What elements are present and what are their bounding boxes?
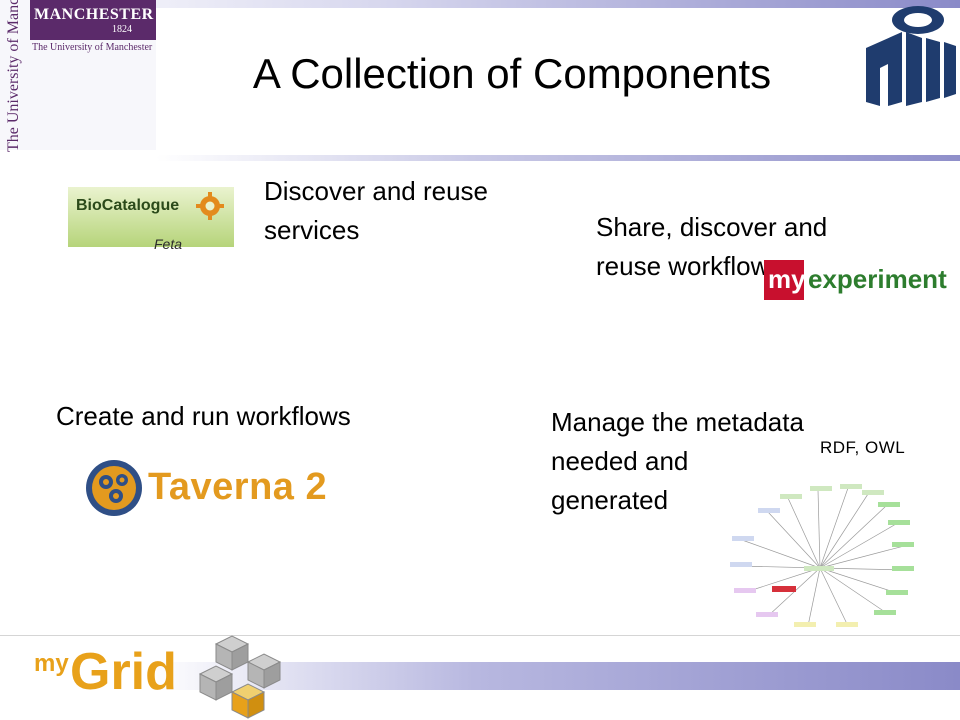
mygrid-logo-my: my bbox=[34, 650, 69, 677]
taverna-logo-icon bbox=[86, 460, 142, 516]
rdf-owl-label: RDF, OWL bbox=[820, 438, 906, 457]
manchester-logo bbox=[30, 0, 156, 40]
header-gradient-band bbox=[0, 0, 960, 8]
myexperiment-logo bbox=[764, 260, 804, 300]
share-text: Share, discover and reuse workflows bbox=[596, 212, 828, 281]
taverna-logo-text: Taverna 2 bbox=[148, 466, 328, 508]
manage-text: Manage the metadata needed and generated bbox=[551, 407, 804, 515]
create-text: Create and run workflows bbox=[56, 401, 351, 431]
gear-icon bbox=[196, 192, 224, 220]
myexperiment-logo-text: experiment bbox=[808, 264, 947, 294]
slide-title: A Collection of Components bbox=[252, 50, 772, 97]
discover-text: Discover and reuse services bbox=[264, 176, 488, 245]
manchester-logo-text: MANCHESTER bbox=[34, 6, 154, 23]
mygrid-logo-text: Grid bbox=[70, 643, 177, 701]
footer-gradient-band bbox=[150, 662, 960, 690]
footer-divider bbox=[0, 635, 960, 636]
biocatalogue-logo-text: BioCatalogue bbox=[76, 197, 180, 214]
manchester-logo-year: 1824 bbox=[112, 24, 132, 35]
cubes-logo-icon bbox=[198, 635, 282, 719]
mii-logo-icon bbox=[866, 6, 956, 106]
ontology-graph-image bbox=[730, 484, 914, 627]
header-divider bbox=[156, 155, 960, 161]
myexperiment-logo-my: my bbox=[768, 264, 806, 294]
feta-label: Feta bbox=[154, 236, 183, 252]
university-subtitle: The University of Manchester bbox=[32, 42, 153, 53]
